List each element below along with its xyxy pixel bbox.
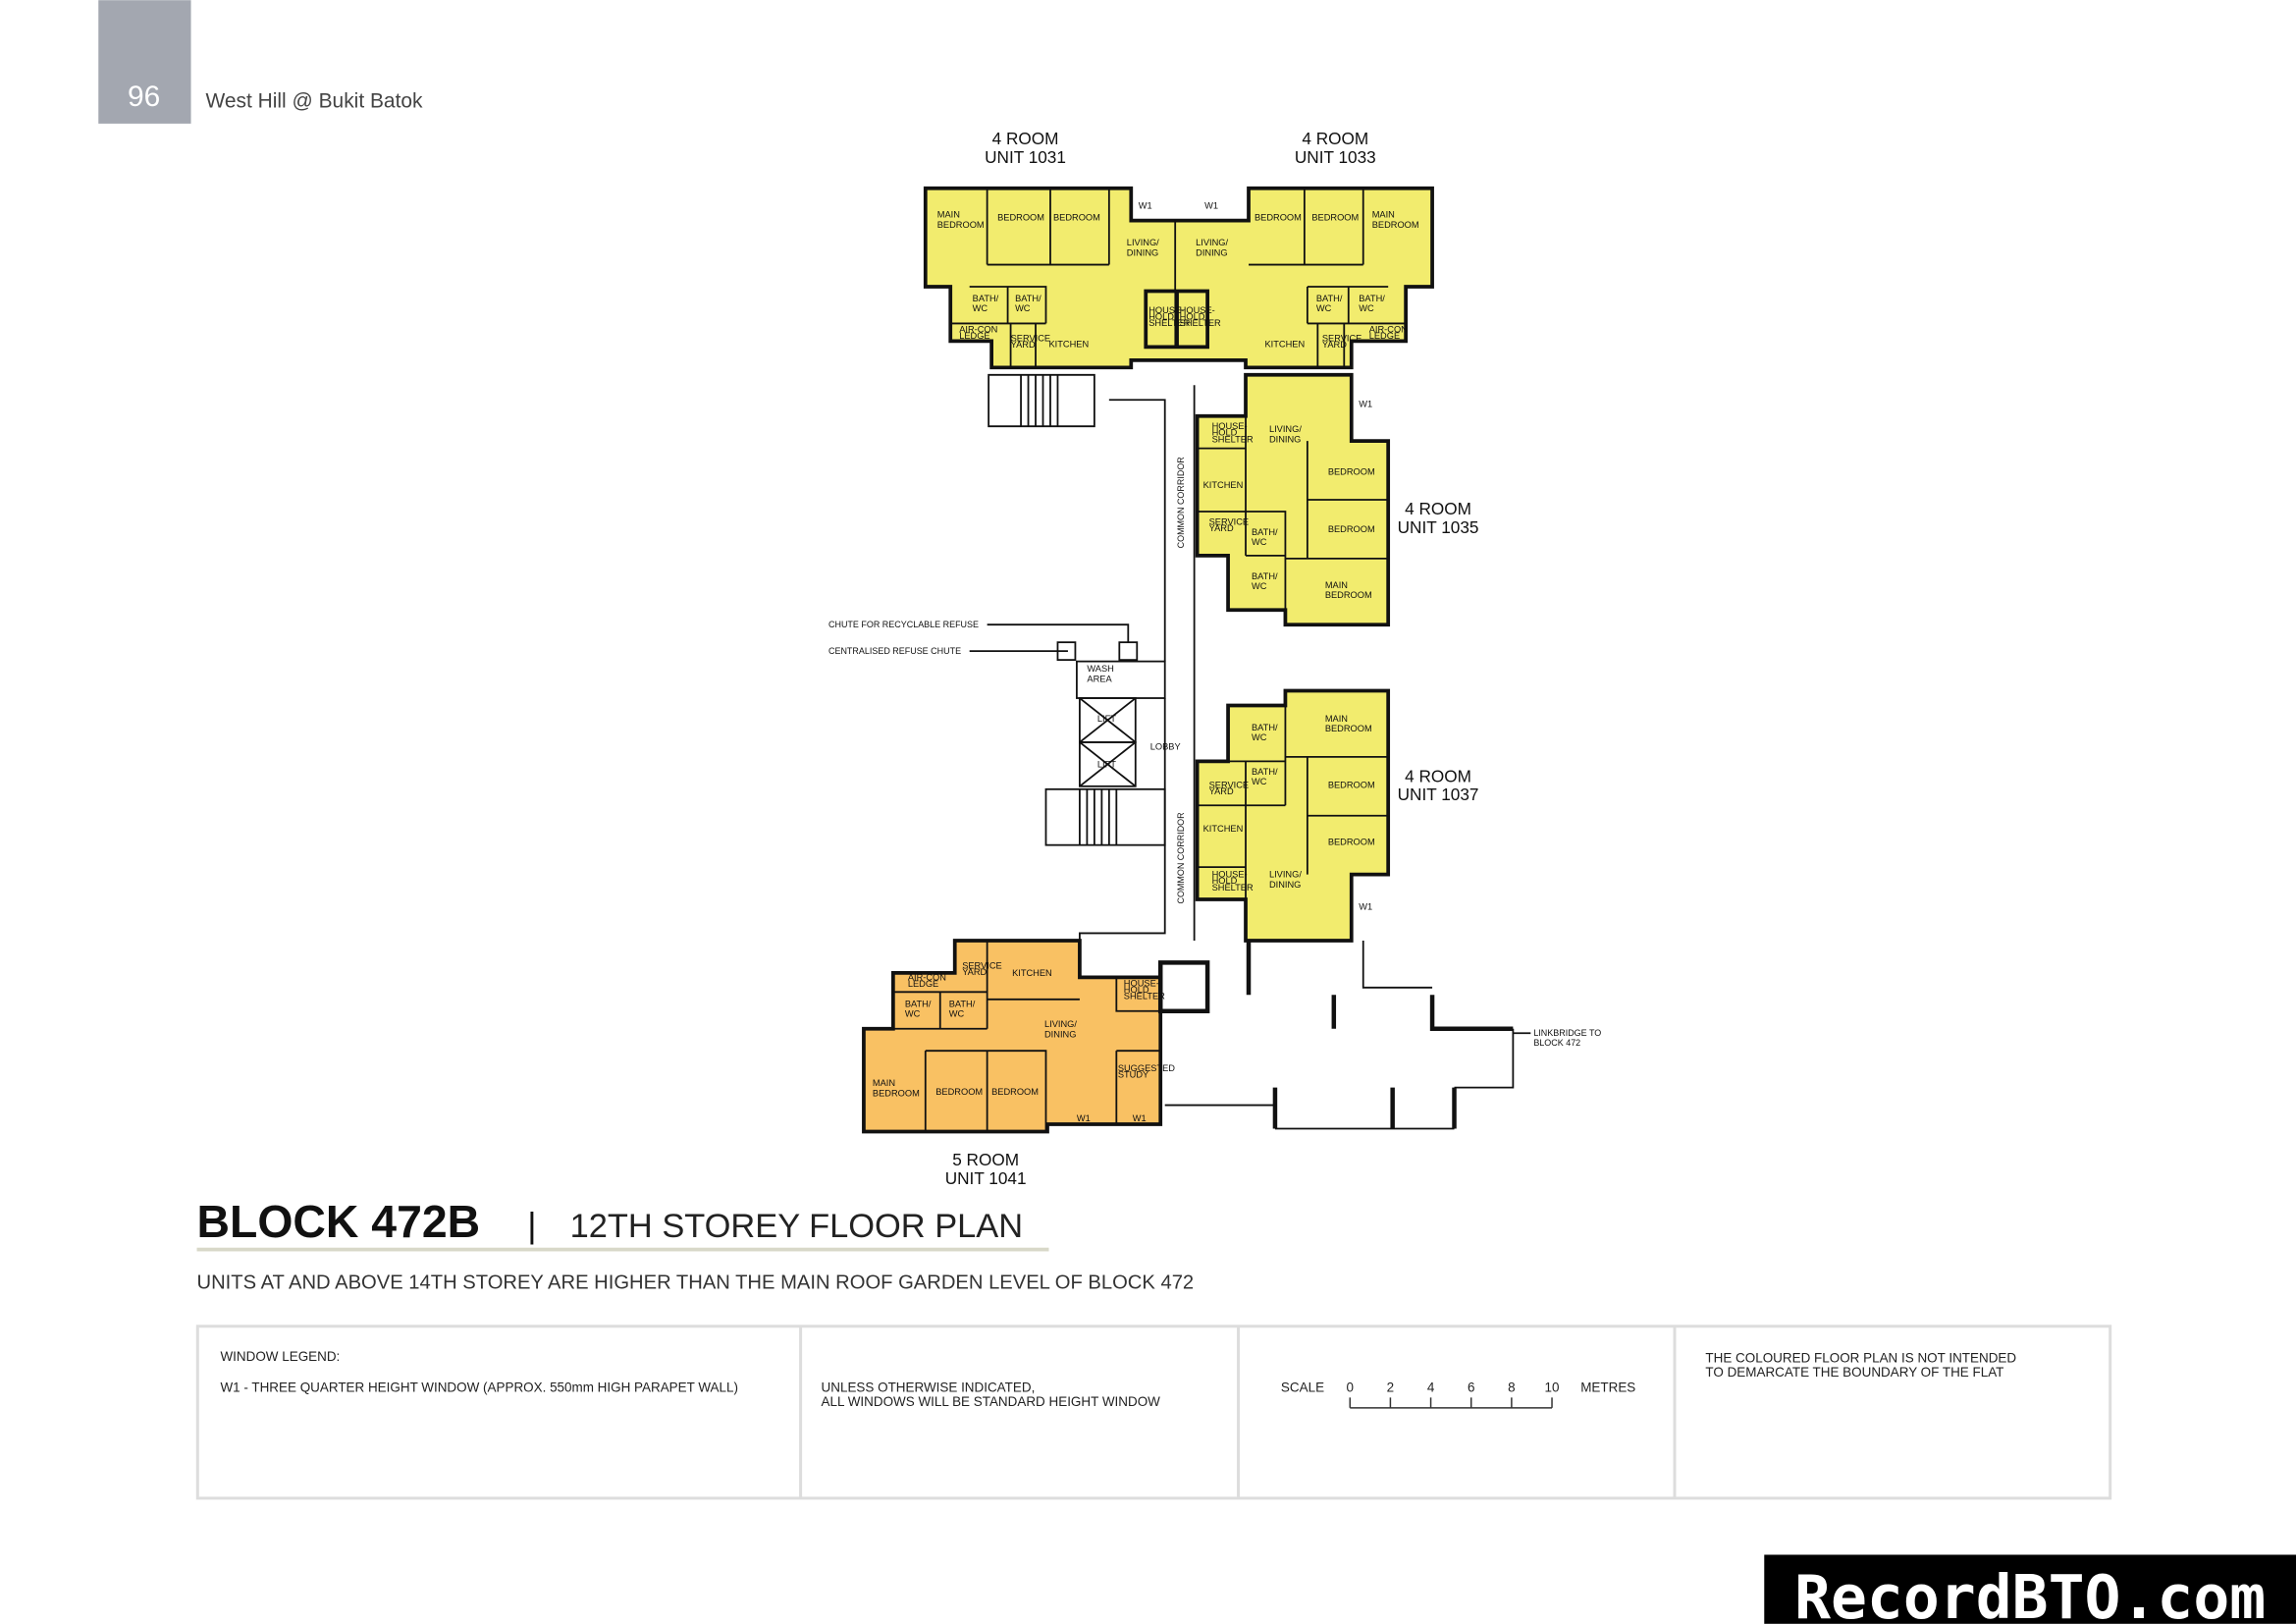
- project-name: West Hill @ Bukit Batok: [206, 89, 424, 112]
- scale-tick-label: 4: [1427, 1380, 1435, 1394]
- scale-unit: METRES: [1580, 1380, 1635, 1394]
- unit-1037: [1195, 688, 1391, 943]
- page-number: 96: [128, 81, 160, 113]
- room-label: KITCHEN: [1203, 824, 1244, 834]
- scale-tick-label: 0: [1347, 1380, 1354, 1394]
- room-label: KITCHEN: [1203, 480, 1244, 490]
- page-number-tab: [98, 0, 191, 124]
- subtitle: UNITS AT AND ABOVE 14TH STOREY ARE HIGHE…: [197, 1272, 1195, 1294]
- common-corridor-label: COMMON CORRIDOR: [1176, 457, 1186, 549]
- scale-bar: 0 2 4 6 8 10: [1347, 1380, 1560, 1409]
- legend-heading: WINDOW LEGEND:: [220, 1349, 340, 1364]
- room-label: BATH/WC: [1252, 527, 1278, 547]
- window-w1: W1: [1133, 1113, 1147, 1123]
- room-label: BEDROOM: [1328, 780, 1375, 789]
- common-corridor-label: COMMON CORRIDOR: [1176, 812, 1186, 904]
- brand-watermark: RecordBTO.com: [1794, 1563, 2266, 1624]
- room-label: BATH/WC: [1252, 723, 1278, 742]
- room-label: BEDROOM: [1328, 524, 1375, 534]
- room-label: LIVING/DINING: [1127, 238, 1159, 257]
- room-label: BEDROOM: [991, 1087, 1039, 1097]
- room-label: BATH/WC: [1252, 767, 1278, 786]
- room-label: BATH/WC: [905, 999, 932, 1018]
- room-label: LIVING/DINING: [1269, 870, 1302, 890]
- room-label: KITCHEN: [1048, 339, 1089, 349]
- lift-label: LIFT: [1097, 714, 1116, 724]
- room-label: BEDROOM: [1255, 213, 1302, 223]
- standard-window-note: UNLESS OTHERWISE INDICATED,ALL WINDOWS W…: [822, 1380, 1161, 1409]
- scale-tick-label: 2: [1387, 1380, 1394, 1394]
- common-areas: [969, 373, 1531, 1130]
- room-label: KITCHEN: [1264, 339, 1305, 349]
- room-label: BATH/WC: [949, 999, 976, 1018]
- legend-box: WINDOW LEGEND: W1 - THREE QUARTER HEIGHT…: [195, 1325, 2112, 1500]
- scale-label: SCALE: [1281, 1380, 1324, 1394]
- block-title: BLOCK 472B: [197, 1196, 481, 1247]
- room-label: BATH/WC: [1252, 571, 1278, 591]
- lobby-label: LOBBY: [1150, 741, 1181, 751]
- scale-tick-label: 6: [1468, 1380, 1474, 1394]
- recyclable-chute-label: CHUTE FOR RECYCLABLE REFUSE: [828, 620, 979, 629]
- room-label: BEDROOM: [1311, 213, 1359, 223]
- unit-1035: [1195, 372, 1391, 627]
- window-w1: W1: [1359, 400, 1372, 409]
- legend-w1: W1 - THREE QUARTER HEIGHT WINDOW (APPROX…: [220, 1380, 737, 1394]
- room-label: LIVING/DINING: [1044, 1019, 1077, 1039]
- unit-1041: [862, 939, 1163, 1134]
- room-label: KITCHEN: [1012, 968, 1052, 978]
- brand-banner: [1764, 1554, 2296, 1624]
- room-label: BEDROOM: [935, 1087, 983, 1097]
- room-label: BATH/WC: [1015, 294, 1041, 313]
- window-w1: W1: [1139, 201, 1152, 211]
- room-label: BATH/WC: [1316, 294, 1343, 313]
- title-separator: |: [527, 1205, 536, 1245]
- scale-tick-label: 8: [1508, 1380, 1515, 1394]
- room-label: BEDROOM: [997, 213, 1044, 223]
- room-label: LIVING/DINING: [1269, 424, 1302, 444]
- lift-label: LIFT: [1097, 759, 1116, 769]
- room-label: BEDROOM: [1328, 467, 1375, 477]
- room-label: BEDROOM: [1053, 213, 1100, 223]
- title-underline: [196, 1247, 1049, 1252]
- window-w1: W1: [1077, 1113, 1091, 1123]
- scale-tick-label: 10: [1545, 1380, 1560, 1394]
- window-w1: W1: [1204, 201, 1218, 211]
- room-label: BEDROOM: [1328, 838, 1375, 847]
- window-w1: W1: [1359, 902, 1372, 912]
- room-label: BATH/WC: [973, 294, 999, 313]
- room-label: LIVING/DINING: [1196, 238, 1228, 257]
- storey-title: 12TH STOREY FLOOR PLAN: [570, 1208, 1023, 1245]
- refuse-chute-label: CENTRALISED REFUSE CHUTE: [828, 646, 961, 656]
- unit-1031-1033-block: [923, 186, 1434, 370]
- room-label: BATH/WC: [1359, 294, 1385, 313]
